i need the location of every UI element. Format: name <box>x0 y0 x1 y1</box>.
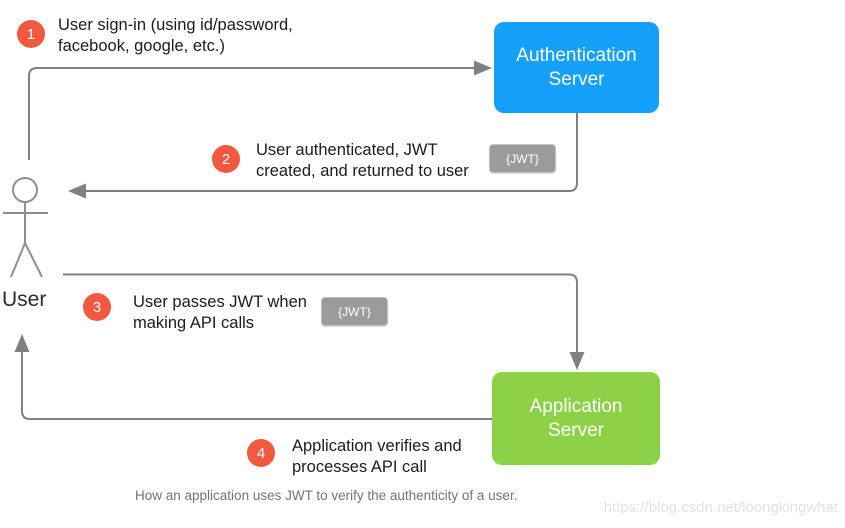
step2-arrowhead-icon <box>68 183 86 199</box>
step4-arrowhead-icon <box>14 334 30 352</box>
step4-arrow-path <box>21 352 492 420</box>
step-1-label-line1: User sign-in (using id/password, <box>58 16 293 34</box>
step-3-label-line2: making API calls <box>133 314 255 332</box>
step-4-number-badge: 4 <box>247 439 275 467</box>
jwt-token-badge-step3: {JWT} <box>321 297 388 326</box>
step-1-number-badge: 1 <box>17 20 45 48</box>
step-4-label-line2: processes API call <box>292 458 427 476</box>
step1-arrow-path <box>28 67 474 160</box>
step-3-label-line1: User passes JWT when <box>133 293 307 311</box>
step-1-label-line2: facebook, google, etc.) <box>58 37 225 55</box>
step3-arrowhead-icon <box>569 352 585 370</box>
step-2-label: User authenticated, JWT created, and ret… <box>256 140 469 182</box>
step1-arrowhead-icon <box>474 60 492 76</box>
user-stick-figure-icon <box>3 177 48 278</box>
user-label: User <box>2 288 47 311</box>
step-3-number-badge: 3 <box>83 293 111 321</box>
step-4-label-line1: Application verifies and <box>292 437 462 455</box>
step-1-label: User sign-in (using id/password, faceboo… <box>58 15 293 57</box>
step-3-label: User passes JWT when making API calls <box>133 292 307 334</box>
step3-arrow-path <box>63 273 578 352</box>
step-2-label-line2: created, and returned to user <box>256 162 469 180</box>
step2-arrow-path <box>86 113 578 192</box>
step-2-label-line1: User authenticated, JWT <box>256 141 438 159</box>
authentication-server-box: Authentication Server <box>494 22 659 113</box>
step-2-number-badge: 2 <box>212 145 240 173</box>
application-server-box: Application Server <box>492 372 660 465</box>
watermark-url: https://blog.csdn.net/loongkingwhat <box>603 499 838 516</box>
diagram-caption: How an application uses JWT to verify th… <box>135 488 518 503</box>
step-4-label: Application verifies and processes API c… <box>292 436 462 478</box>
jwt-token-badge-step2: {JWT} <box>489 144 556 173</box>
